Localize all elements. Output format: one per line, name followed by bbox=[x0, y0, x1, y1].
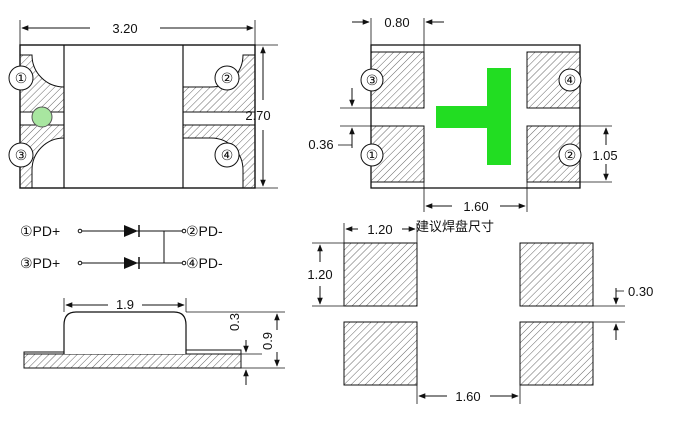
pin-label-4: ④ bbox=[221, 147, 234, 163]
circuit-row2-left: ③PD+ bbox=[20, 255, 60, 271]
circuit-row1-left: ①PD+ bbox=[20, 223, 60, 239]
land-pad-height-dim: 1.20 bbox=[307, 267, 332, 282]
land-pattern-title: 建议焊盘尺寸 bbox=[416, 219, 494, 235]
side-total-height-dim: 0.9 bbox=[260, 332, 275, 350]
pin-label-3: ③ bbox=[15, 147, 28, 163]
side-dome-height-dim: 0.3 bbox=[227, 313, 242, 331]
circuit-row2-right: ④PD- bbox=[186, 255, 223, 271]
side-length-dim: 1.9 bbox=[116, 297, 134, 312]
land-pad-bottom-right bbox=[519, 321, 594, 386]
top-view: ① ② ③ ④ 3.20 2.70 bbox=[8, 20, 278, 189]
pad-width-dim: 0.80 bbox=[384, 15, 409, 30]
side-view-dome bbox=[63, 311, 187, 354]
pin-label-1: ① bbox=[15, 70, 28, 86]
land-pad-width-dim: 1.20 bbox=[367, 222, 392, 237]
pad-pin-1: ① bbox=[366, 147, 379, 163]
top-height-dim: 2.70 bbox=[245, 108, 270, 123]
land-gap-dim: 0.30 bbox=[628, 284, 653, 299]
top-view-body bbox=[19, 44, 256, 189]
pad-height-dim: 1.05 bbox=[592, 148, 617, 163]
land-pad-top-right bbox=[519, 242, 594, 307]
pad-pin-2: ② bbox=[564, 147, 577, 163]
terminal-3 bbox=[19, 124, 65, 189]
pad-pin-4: ④ bbox=[564, 72, 577, 88]
land-pad-bottom-left bbox=[343, 321, 418, 386]
led-dot-icon bbox=[31, 106, 53, 128]
side-view: 1.9 0.3 0.9 bbox=[23, 297, 285, 385]
terminal-1 bbox=[19, 54, 65, 113]
diode-1-icon bbox=[124, 225, 138, 237]
polarity-marker-icon bbox=[436, 68, 511, 165]
circuit-diagram: ①PD+ ②PD- ③PD+ ④PD- bbox=[20, 223, 223, 271]
pad-pin-3: ③ bbox=[366, 72, 379, 88]
pin-label-2: ② bbox=[221, 70, 234, 86]
diode-2-icon bbox=[124, 257, 138, 269]
land-pattern: 建议焊盘尺寸 1.20 1.20 0.30 1.60 bbox=[307, 219, 653, 404]
pad-gap-dim: 0.36 bbox=[308, 137, 333, 152]
pad-view-outline bbox=[370, 44, 581, 189]
land-spacing-dim: 1.60 bbox=[455, 389, 480, 404]
land-pad-top-left bbox=[343, 242, 418, 307]
side-view-base bbox=[23, 353, 242, 369]
pad-view: ③ ④ ① ② 0.80 0.36 1.05 1.60 bbox=[308, 15, 617, 214]
top-width-dim: 3.20 bbox=[112, 21, 137, 36]
pad-spacing-dim: 1.60 bbox=[463, 199, 488, 214]
circuit-row1-right: ②PD- bbox=[186, 223, 223, 239]
